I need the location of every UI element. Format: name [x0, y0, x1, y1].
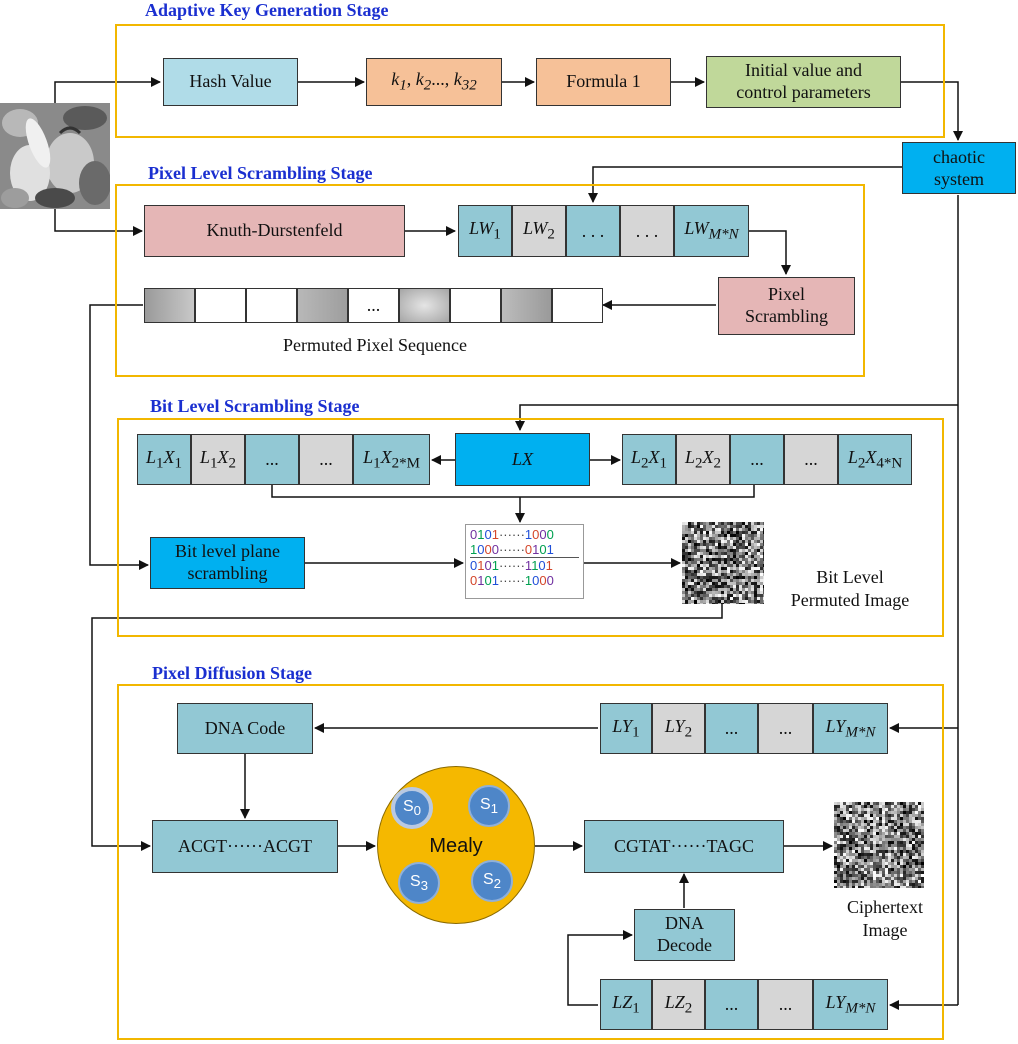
dna-decode-block: DNA Decode [634, 909, 735, 961]
stage-title-bit-scrambling: Bit Level Scrambling Stage [150, 396, 360, 416]
bit-row: 0101······1000 [470, 527, 554, 542]
l1-cell-dots-2: ... [299, 434, 353, 485]
noise-image-icon [682, 522, 766, 606]
peppers-photo-icon [0, 103, 110, 209]
l2-cell-2: L2X2 [676, 434, 730, 485]
arrow-chaotic-to-lx [515, 404, 958, 431]
bit-level-permuted-label: Bit Level Permuted Image [790, 567, 910, 611]
lx-label: LX [511, 448, 533, 469]
seq-cell-2 [195, 288, 246, 323]
lz-cell-dots-2: ... [758, 979, 813, 1030]
acgt-label: ACGT······ACGT [178, 835, 312, 856]
pixel-scrambling-block: Pixel Scrambling [718, 277, 855, 335]
bit-plane-line2: scrambling [187, 563, 268, 583]
l1-cell-last: L1X2*M [353, 434, 430, 485]
bit-row: 0101······1000 [470, 573, 554, 588]
stage-box-key-generation [115, 24, 945, 138]
chaotic-line2: system [933, 169, 984, 189]
hash-value-block: Hash Value [163, 58, 298, 106]
key-sequence-label: k1, k2..., k32 [391, 69, 477, 94]
acgt-block: ACGT······ACGT [152, 820, 338, 873]
stage-box-bit-scrambling [117, 418, 944, 637]
initial-values-block: Initial value and control parameters [706, 56, 901, 108]
formula-block: Formula 1 [536, 58, 671, 106]
l1-cell-dots-1: ... [245, 434, 299, 485]
bit-row: 0101······1101 [470, 557, 579, 573]
l2-cell-dots-1: ... [730, 434, 784, 485]
lw-cell-1: LW1 [458, 205, 512, 257]
ly-cell-dots-2: ... [758, 703, 813, 754]
l2-cell-dots-2: ... [784, 434, 838, 485]
knuth-label: Knuth-Durstenfeld [206, 220, 343, 241]
seq-cell-3 [246, 288, 297, 323]
ciphertext-noise-image-icon [834, 802, 924, 889]
stage-box-pixel-diffusion [117, 684, 944, 1040]
stage-title-key-generation: Adaptive Key Generation Stage [145, 0, 389, 20]
arrow-noise-to-acgt [91, 604, 723, 851]
arrow-chaotic-to-lw [588, 166, 902, 203]
arrow-initial-to-chaotic [901, 81, 963, 141]
lz-cell-dots-1: ... [705, 979, 758, 1030]
seq-cell-dots: ... [348, 288, 399, 323]
ly-cell-dots-1: ... [705, 703, 758, 754]
mealy-label: Mealy [429, 835, 483, 857]
lz-cell-2: LZ2 [652, 979, 705, 1030]
bit-plane-line1: Bit level plane [175, 541, 280, 562]
l1-cell-2: L1X2 [191, 434, 245, 485]
pixel-scrambling-line1: Pixel [767, 284, 805, 305]
seq-cell-1 [144, 288, 195, 323]
initial-values-line2: control parameters [736, 82, 871, 102]
lw-cell-2: LW2 [512, 205, 566, 257]
ly-cell-mn: LYM*N [813, 703, 888, 754]
key-sequence-block: k1, k2..., k32 [366, 58, 502, 106]
seq-cell-6 [399, 288, 450, 323]
chaotic-line1: chaotic [933, 146, 985, 167]
chaotic-system-block: chaotic system [902, 142, 1016, 194]
hash-value-label: Hash Value [189, 71, 272, 92]
arrow-sequences-to-bits [271, 485, 755, 522]
stage-title-pixel-scrambling: Pixel Level Scrambling Stage [148, 163, 373, 183]
state-s1: S1 [468, 785, 510, 827]
seq-cell-4 [297, 288, 348, 323]
arrow-lw-to-pixel-scrambling [749, 230, 791, 275]
stage-title-pixel-diffusion: Pixel Diffusion Stage [152, 663, 312, 683]
l2-cell-last: L2X4*N [838, 434, 912, 485]
formula-label: Formula 1 [566, 71, 641, 92]
state-s2: S2 [471, 860, 513, 902]
seq-cell-7 [450, 288, 501, 323]
lz-cell-mn: LYM*N [813, 979, 888, 1030]
lw-cell-dots-2: . . . [620, 205, 674, 257]
bit-row: 1000······0101 [470, 542, 554, 557]
l1-cell-1: L1X1 [137, 434, 191, 485]
dna-code-block: DNA Code [177, 703, 313, 754]
arrow-lz-to-decode [567, 930, 633, 1006]
dna-decode-line1: DNA [665, 913, 704, 934]
ciphertext-image-label: Ciphertext Image [847, 897, 923, 941]
seq-cell-9 [552, 288, 603, 323]
state-s0: S0 [391, 787, 433, 829]
initial-values-line1: Initial value and [745, 60, 862, 81]
state-s3: S3 [398, 862, 440, 904]
ly-cell-1: LY1 [600, 703, 652, 754]
cgtat-label: CGTAT······TAGC [613, 835, 755, 856]
dna-decode-line2: Decode [657, 935, 712, 955]
stage-box-pixel-scrambling [115, 184, 865, 377]
permuted-pixel-sequence-label: Permuted Pixel Sequence [283, 335, 467, 355]
bit-plane-scrambling-block: Bit level plane scrambling [150, 537, 305, 589]
lw-cell-dots-1: . . . [566, 205, 620, 257]
arrow-image-to-hash [54, 77, 161, 105]
pixel-scrambling-line2: Scrambling [745, 306, 828, 326]
arrow-image-to-knuth [54, 205, 143, 236]
l2-cell-1: L2X1 [622, 434, 676, 485]
knuth-durstenfeld-block: Knuth-Durstenfeld [144, 205, 405, 257]
dna-code-label: DNA Code [204, 717, 286, 738]
seq-cell-8 [501, 288, 552, 323]
ly-cell-2: LY2 [652, 703, 705, 754]
cgtat-block: CGTAT······TAGC [584, 820, 784, 873]
lx-block: LX [455, 433, 590, 486]
lz-cell-1: LZ1 [600, 979, 652, 1030]
lw-cell-mn: LWM*N [674, 205, 749, 257]
